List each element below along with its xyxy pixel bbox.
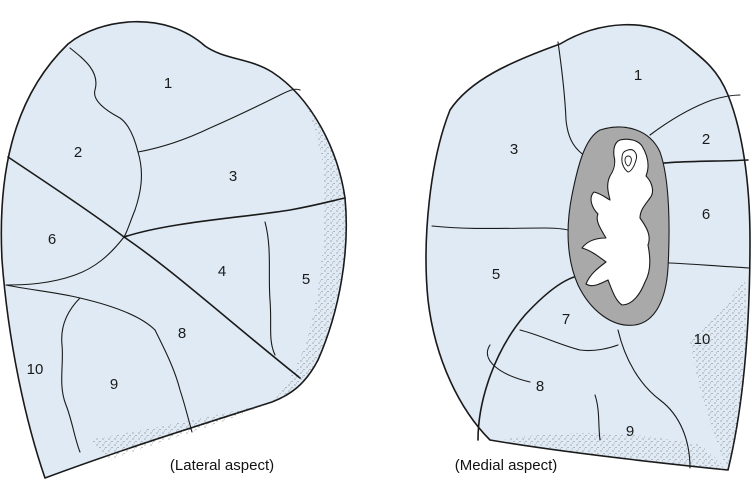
lateral-caption: (Lateral aspect) (170, 457, 274, 474)
lateral-segment-10: 10 (27, 361, 44, 378)
lateral-lung: 1 2 3 4 5 6 8 9 10 (Lateral aspect) (1, 22, 346, 478)
medial-segment-3: 3 (510, 141, 518, 158)
lateral-segment-5: 5 (302, 271, 310, 288)
medial-segment-8: 8 (536, 378, 544, 395)
bronchus-lumen-inner-icon (625, 156, 631, 166)
medial-segment-5: 5 (492, 266, 500, 283)
lateral-lung-outline (1, 22, 346, 478)
medial-segment-2: 2 (702, 131, 710, 148)
medial-segment-9: 9 (626, 423, 634, 440)
medial-segment-6: 6 (702, 206, 710, 223)
medial-segment-1: 1 (634, 67, 642, 84)
medial-lung: 1 2 3 5 6 7 8 9 10 (Medial aspect) (426, 25, 750, 474)
lateral-segment-4: 4 (218, 263, 226, 280)
lateral-segment-1: 1 (164, 75, 172, 92)
lateral-segment-9: 9 (110, 376, 118, 393)
lateral-segment-8: 8 (178, 325, 186, 342)
lateral-segment-6: 6 (48, 231, 56, 248)
lateral-segment-3: 3 (229, 168, 237, 185)
medial-caption: (Medial aspect) (455, 457, 558, 474)
medial-segment-10: 10 (694, 331, 711, 348)
medial-segment-7: 7 (562, 311, 570, 328)
lateral-segment-2: 2 (74, 144, 82, 161)
